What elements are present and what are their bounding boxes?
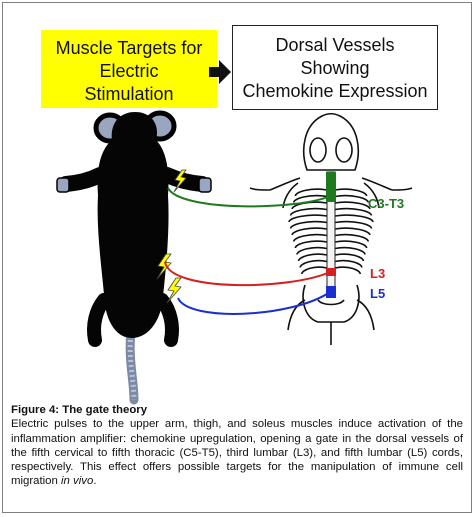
- mouse-illustration: [56, 110, 212, 405]
- caption-body-italic: in vivo: [61, 475, 94, 488]
- muscle-targets-box: Muscle Targets for Electric Stimulation: [41, 30, 217, 108]
- rib: [334, 207, 373, 216]
- l5-segment: [326, 286, 336, 298]
- rib: [334, 266, 361, 275]
- muscle-targets-line-1: Muscle Targets for: [55, 38, 203, 58]
- muscle-targets-line-3: Stimulation: [84, 84, 174, 104]
- c3-t3-label: C3-T3: [368, 196, 404, 211]
- lightning-bolt-icon: [156, 253, 172, 280]
- spine: [326, 171, 336, 298]
- dorsal-vessels-line-1: Dorsal Vessels: [275, 35, 395, 55]
- dorsal-vessels-line-2: Showing: [300, 58, 370, 78]
- rib: [293, 194, 328, 203]
- dorsal-vessels-line-3: Chemokine Expression: [242, 81, 428, 101]
- rib: [289, 207, 328, 216]
- rib: [296, 246, 328, 255]
- rib: [297, 253, 328, 262]
- rib: [288, 214, 328, 223]
- caption-title: Figure 4: The gate theory: [11, 404, 148, 416]
- skeleton-illustration: [249, 112, 413, 345]
- l3-label: L3: [370, 266, 385, 281]
- rib: [334, 227, 371, 236]
- rib: [334, 246, 366, 255]
- caption-body: Electric pulses to the upper arm, thigh,…: [11, 417, 463, 488]
- rib: [301, 266, 328, 275]
- dorsal-vessels-box: Dorsal Vessels Showing Chemokine Express…: [232, 25, 438, 110]
- rib: [334, 259, 363, 268]
- rib: [334, 253, 365, 262]
- mouse-tail: [125, 325, 139, 405]
- rib: [294, 240, 328, 249]
- muscle-targets-line-2: Electric: [99, 61, 159, 81]
- rib: [334, 240, 368, 249]
- rib: [299, 259, 328, 268]
- rib: [289, 220, 328, 229]
- l3-connector-line: [164, 261, 331, 287]
- caption-body-end: .: [93, 475, 97, 488]
- rib: [293, 233, 328, 242]
- rib: [334, 233, 369, 242]
- rib: [334, 188, 368, 197]
- lightning-bolt-icon: [166, 277, 182, 304]
- rib: [334, 214, 374, 223]
- c3-t3-segment: [326, 172, 336, 202]
- caption-body-text: Electric pulses to the upper arm, thigh,…: [11, 418, 463, 488]
- figure-caption: Figure 4: The gate theory Electric pulse…: [11, 403, 463, 489]
- l3-segment: [326, 268, 336, 276]
- l5-label: L5: [370, 286, 385, 301]
- rib: [334, 220, 373, 229]
- rib: [334, 201, 371, 210]
- rib: [334, 194, 369, 203]
- rib: [291, 227, 328, 236]
- l5-connector-line: [177, 291, 331, 315]
- right-arrow-icon: [209, 60, 231, 84]
- rib: [294, 188, 328, 197]
- lightning-bolt-icon: [173, 169, 187, 193]
- c3-t3-connector-line: [167, 187, 331, 208]
